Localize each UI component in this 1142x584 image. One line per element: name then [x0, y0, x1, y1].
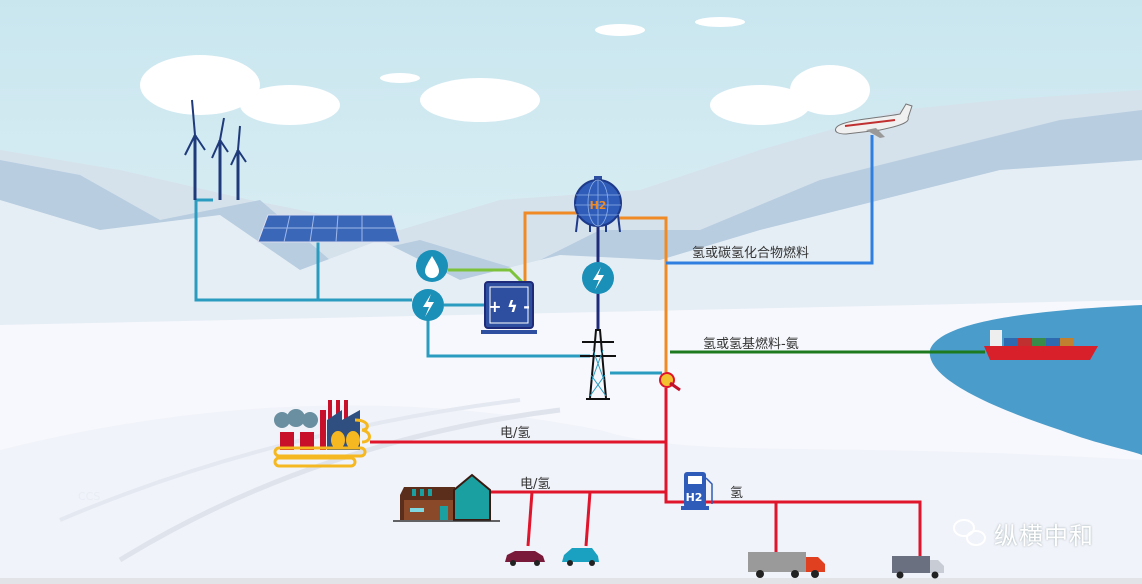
transmission-tower-icon — [580, 329, 616, 400]
hydrogen-transport-label: 氢 — [730, 486, 744, 501]
power-line-renewables — [194, 198, 412, 302]
hydrogen-line-from-tank — [618, 216, 668, 372]
watermark: 纵横中和 — [994, 522, 1094, 550]
cargo-ship-icon — [984, 330, 1098, 360]
car-icon — [562, 548, 599, 566]
car-icon — [505, 551, 545, 566]
water-drop-icon — [416, 250, 448, 282]
mountains — [0, 90, 1142, 330]
power-hydrogen-industry-label: 电/氢 — [500, 426, 531, 441]
truck-icon — [748, 552, 825, 578]
hydrogen-based-fuel-label: 氢或氢基燃料-氨 — [703, 337, 799, 352]
electricity-icon — [582, 262, 614, 294]
fuel-line-aviation — [666, 135, 874, 265]
hydrogen-station-icon: H2 — [681, 472, 713, 510]
electricity-icon — [412, 289, 444, 321]
valve-icon — [659, 372, 681, 392]
station-label: H2 — [686, 491, 703, 504]
tank-label: H2 — [590, 199, 607, 212]
solar-panel-icon — [257, 214, 401, 243]
svg-text:+ ϟ -: + ϟ - — [488, 297, 530, 316]
water-line — [448, 268, 524, 284]
clouds — [140, 17, 870, 125]
airplane-icon — [835, 103, 913, 138]
hydrogen-tank-icon: H2 — [574, 176, 622, 233]
power-hydrogen-home-label: 电/氢 — [520, 477, 551, 492]
house-icon — [393, 473, 500, 522]
hydrogen-line-transport — [664, 388, 922, 560]
factory-icon — [273, 400, 371, 468]
lake — [929, 305, 1142, 455]
hydrogen-line-to-tank — [523, 211, 578, 282]
wechat-icon — [953, 519, 986, 546]
truck-icon — [892, 556, 944, 579]
electrolyzer-icon: + ϟ - — [481, 281, 537, 334]
wind-turbine-icon — [184, 99, 247, 200]
ccs-label: CCS — [78, 490, 101, 503]
hydrocarbon-fuel-label: 氢或碳氢化合物燃料 — [692, 246, 810, 261]
